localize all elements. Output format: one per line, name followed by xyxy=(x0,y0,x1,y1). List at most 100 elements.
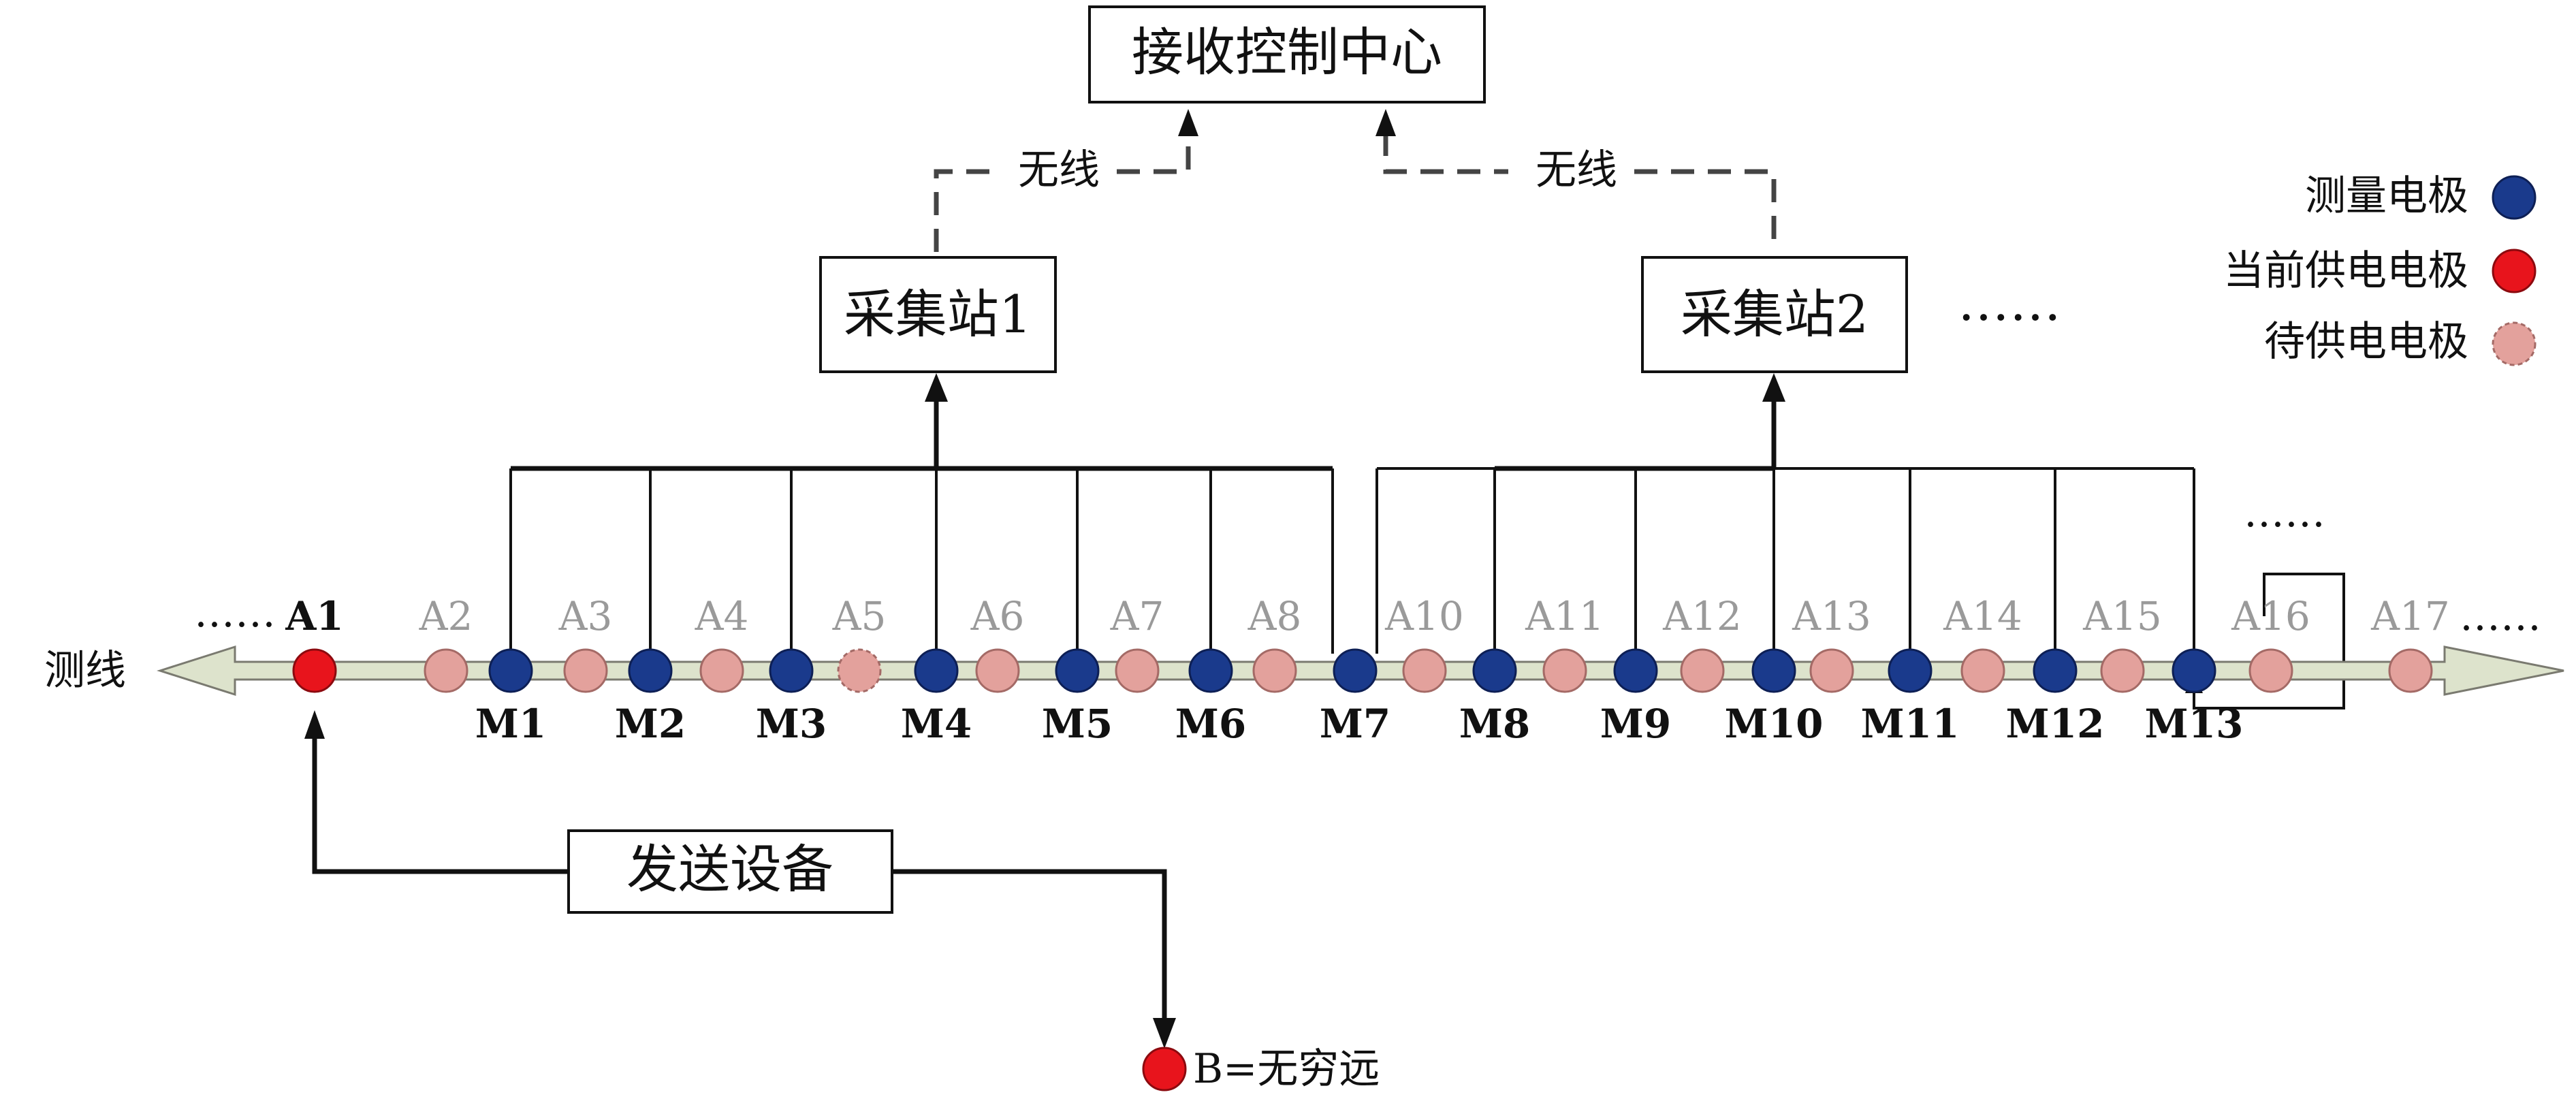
measure-electrode xyxy=(488,648,533,693)
legend-label-pending: 待供电电极 xyxy=(2264,318,2468,366)
arrowhead-icon xyxy=(304,710,325,739)
current-supply-electrode xyxy=(292,648,337,693)
measure-electrode-label: M2 xyxy=(615,701,686,747)
transmitter: 发送设备 xyxy=(304,710,1176,1049)
legend: 测量电极 当前供电电极 待供电电极 xyxy=(2223,172,2537,366)
measure-electrode-label: M8 xyxy=(1459,701,1531,747)
control-center-label: 接收控制中心 xyxy=(1132,22,1442,82)
measure-electrode-label: M7 xyxy=(1320,701,1391,747)
station-2: 采集站2 xyxy=(1641,256,1908,373)
station-1-bus xyxy=(509,373,1334,671)
supply-electrode-label: A14 xyxy=(1943,593,2022,639)
measure-electrode xyxy=(1472,648,1517,693)
measure-electrode-label: M3 xyxy=(756,701,827,747)
station-1-box xyxy=(819,256,1057,373)
pending-supply-electrode xyxy=(2248,648,2293,693)
pending-supply-electrode xyxy=(2388,648,2433,693)
pending-supply-electrode xyxy=(424,648,468,693)
measure-electrode-label: M4 xyxy=(901,701,972,747)
measure-electrode xyxy=(769,648,814,693)
legend-label-measure: 测量电极 xyxy=(2305,172,2468,220)
ellipsis-stations: …… xyxy=(1958,272,2061,332)
wireless-label-2: 无线 xyxy=(1536,146,1617,194)
measure-electrode xyxy=(1055,648,1100,693)
station-2-box xyxy=(1641,256,1908,373)
remote-electrode-b-label: B=无穷远 xyxy=(1193,1045,1380,1093)
supply-electrode-label: A17 xyxy=(2370,593,2450,639)
station-2-bus xyxy=(1376,373,2195,671)
measure-electrode xyxy=(1333,648,1378,693)
legend-swatch-measure xyxy=(2492,175,2537,220)
pending-supply-electrode xyxy=(2100,648,2145,693)
legend-swatch-pending xyxy=(2492,321,2537,366)
supply-electrode-label: A4 xyxy=(695,593,749,639)
measure-electrode-label: M12 xyxy=(2006,701,2105,747)
measure-electrode xyxy=(2033,648,2078,693)
pending-supply-electrode xyxy=(1809,648,1854,693)
control-center: 接收控制中心 xyxy=(1088,5,1486,103)
supply-electrode-label: A7 xyxy=(1110,593,1164,639)
supply-electrode-label: A11 xyxy=(1525,593,1604,639)
measure-electrode xyxy=(1751,648,1796,693)
pending-supply-electrode xyxy=(1542,648,1587,693)
arrowhead-icon xyxy=(925,373,948,402)
supply-electrode-label: A8 xyxy=(1247,593,1302,639)
supply-electrode-label: A5 xyxy=(832,593,887,639)
measure-electrode xyxy=(1613,648,1658,693)
measure-electrode-label: M10 xyxy=(1725,701,1824,747)
supply-electrode-label: A1 xyxy=(285,593,343,639)
station-1: 采集站1 xyxy=(819,256,1057,373)
transmitter-box xyxy=(567,829,893,914)
pending-supply-electrode xyxy=(1960,648,2005,693)
measure-electrode xyxy=(1888,648,1933,693)
wireless-label-1: 无线 xyxy=(1018,146,1100,194)
pending-supply-electrode xyxy=(837,648,882,693)
transmitter-label: 发送设备 xyxy=(626,839,833,899)
pending-supply-electrode xyxy=(1252,648,1297,693)
measure-electrode-label: M1 xyxy=(475,701,547,747)
arrowhead-icon xyxy=(1153,1018,1176,1049)
legend-swatch-current xyxy=(2492,249,2537,293)
remote-electrode-b-dot xyxy=(1142,1047,1187,1091)
supply-electrode-label: A13 xyxy=(1792,593,1871,639)
station-2-label: 采集站2 xyxy=(1681,284,1869,345)
measure-electrode-label: M9 xyxy=(1600,701,1672,747)
measure-electrode xyxy=(2172,648,2216,693)
control-center-box xyxy=(1088,5,1486,103)
arrowhead-icon xyxy=(1178,109,1198,136)
measure-electrode-label: M11 xyxy=(1861,701,1960,747)
survey-line-label: 测线 xyxy=(44,647,126,695)
supply-electrode-label: A3 xyxy=(558,593,613,639)
wireless-link-2: 无线 xyxy=(1376,109,1777,252)
remote-electrode-b: B=无穷远 xyxy=(1142,1045,1380,1093)
electrodes xyxy=(292,648,2433,693)
supply-electrode-label: A16 xyxy=(2231,593,2310,639)
supply-electrode-label: A12 xyxy=(1662,593,1742,639)
pending-supply-electrode xyxy=(1402,648,1447,693)
electrode-labels: A1 A2 A3 A4 A5 A6 A7 A8 A10 A11 A12 A13 A14 A15 A16 A17… xyxy=(285,593,2450,747)
pending-supply-electrode xyxy=(1680,648,1725,693)
wireless-link-1: 无线 xyxy=(934,109,1198,252)
ellipsis-wires: …… xyxy=(2244,489,2325,537)
measure-electrode-label: M5 xyxy=(1042,701,1113,747)
measure-electrode-label: M6 xyxy=(1175,701,1247,747)
pending-supply-electrode xyxy=(1115,648,1160,693)
station-1-label: 采集站1 xyxy=(844,284,1032,345)
pending-supply-electrode xyxy=(975,648,1020,693)
arrowhead-icon xyxy=(1376,109,1396,136)
legend-label-current: 当前供电电极 xyxy=(2223,247,2468,295)
supply-electrode-label: A6 xyxy=(970,593,1025,639)
measure-electrode xyxy=(914,648,959,693)
measure-electrode-label: M13 xyxy=(2145,701,2244,747)
measure-electrode xyxy=(628,648,673,693)
pending-supply-electrode xyxy=(563,648,608,693)
arrowhead-icon xyxy=(1762,373,1785,402)
pending-supply-electrode xyxy=(699,648,744,693)
supply-electrode-label: A2 xyxy=(419,593,473,639)
supply-electrode-label: A10 xyxy=(1384,593,1464,639)
ellipsis-right: …… xyxy=(2460,592,2541,640)
measure-electrode xyxy=(1188,648,1233,693)
ellipsis-left: …… xyxy=(194,589,276,637)
supply-electrode-label: A15 xyxy=(2082,593,2162,639)
